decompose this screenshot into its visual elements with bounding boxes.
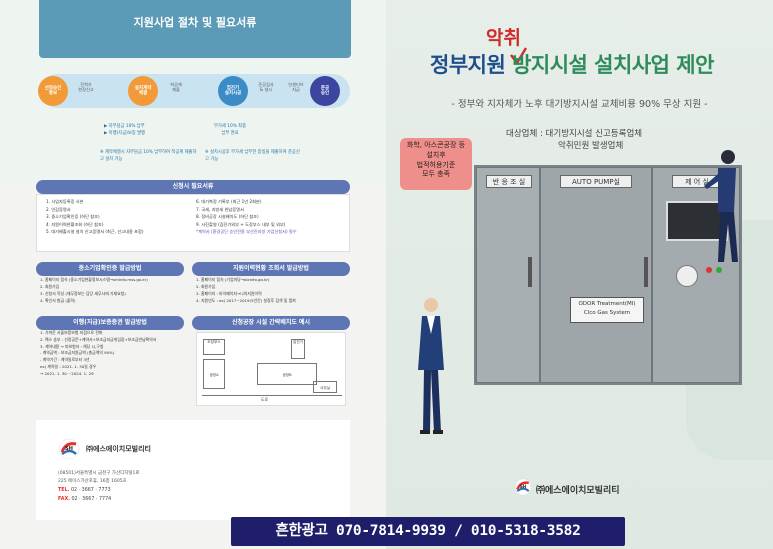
main-title: 정부지원 방지시설 설치사업 제안 <box>430 53 714 77</box>
layout-room-d: 공장B <box>257 363 317 385</box>
left-page: 지원사업 절차 및 필요서류 선정승인 통보 진척가 현장신고 설치계약 체결 … <box>0 0 386 549</box>
gauge-icon <box>676 265 698 287</box>
company-contacts: TEL. 02 · 3667 · 7773 FAX. 02 · 3667 · 7… <box>58 488 112 502</box>
layout-room-e: 사무실 <box>313 381 337 393</box>
flow-step-1: 진척가 현장신고 <box>78 82 94 93</box>
svg-text:SH: SH <box>65 446 73 452</box>
door-handle <box>528 257 532 287</box>
guarantee-head: 이행(지급)보증증권 발급방법 <box>36 316 184 330</box>
layout-room-b: 집진기 <box>291 339 305 359</box>
layout-room-a: 도장부스 <box>203 339 225 355</box>
flow-step-2: 착공계 제출 <box>170 82 182 93</box>
layout-road: 도로 <box>261 397 268 402</box>
layout-room-c: 공장A <box>203 359 225 389</box>
plate-reaction: 반 응 조 실 <box>486 175 532 188</box>
flow-node-4: 준공 승인 <box>310 76 340 106</box>
contact-banner: 흔한광고 070-7814-9939 / 010-5318-3582 <box>231 517 625 546</box>
docs-head: 신청시 필요서류 <box>36 180 350 194</box>
sme-list: 1. 홈페이지 접속 (중소기업현황정보시스템→sminfo.mss.go.kr… <box>40 277 148 304</box>
flow-step-3: 준공검사 & 설시 <box>258 82 274 93</box>
right-page: 악취 정부지원 방지시설 설치사업 제안 - 정부와 지자체가 노후 대기방지시… <box>386 0 773 549</box>
indicator-light-green <box>716 267 722 273</box>
check-mark-icon <box>509 47 528 66</box>
businessman-figure-icon <box>414 296 448 440</box>
flow-remark-a: ※ 계약체결시 자부담금 10% 납부하여 착공계 제출하고 설치 가능 <box>100 150 197 162</box>
svg-text:SH: SH <box>520 484 527 489</box>
sh-logo-icon: SH <box>514 478 532 496</box>
title-odor: 악취 <box>486 27 521 49</box>
flow-node-3: 집진기 설치시공 <box>218 76 248 106</box>
machine-door-2 <box>540 167 652 383</box>
layout-head: 신청공장 시설 간략배치도 예시 <box>192 316 350 330</box>
flow-bar <box>40 74 350 108</box>
procedure-title: 지원사업 절차 및 필요서류 <box>133 16 257 29</box>
docs-box <box>36 194 350 252</box>
door-handle <box>644 257 648 287</box>
flow-step-4: 인센티브 지급 <box>288 82 304 93</box>
title-tab <box>39 0 351 58</box>
sh-logo-icon: SH <box>58 438 80 460</box>
plate-auto-pump: AUTO PUMP실 <box>560 175 632 188</box>
company-box <box>36 420 350 520</box>
layout-diagram: 도장부스 공장A 집진기 공장B 사무실 도로 <box>196 332 346 406</box>
company-name-right: ㈜에스에이치모빌리티 <box>536 486 620 496</box>
machine-placard: ODOR Treatment(MI)Clco Gas System <box>570 297 644 323</box>
flow-note-a: ▶ 자부담금 10% 납부▶ 이행(지급)보증 발행 <box>104 124 146 136</box>
subtitle: - 정부와 지자체가 노후 대기방지시설 교체비용 90% 무상 지원 - <box>451 99 708 110</box>
flow-remark-b: ※ 설치시공후 부가세 납부한 증빙을 제출하여 준공신고 가능 <box>205 150 300 162</box>
history-head: 지원이력현황 조회서 발급방법 <box>192 262 350 276</box>
businesswoman-figure-icon <box>704 148 748 268</box>
machine-photo: 반 응 조 실 AUTO PUMP실 제 어 실 ODOR Treatment(… <box>474 165 742 385</box>
flow-node-2: 설치계약 체결 <box>128 76 158 106</box>
layout-road-line <box>202 395 342 396</box>
flow-node-1: 선정승인 통보 <box>38 76 68 106</box>
company-name: ㈜에스에이치모빌리티 <box>86 445 151 453</box>
control-screen <box>666 201 728 241</box>
indicator-light-red <box>706 267 712 273</box>
sme-head: 중소기업확인증 발급방법 <box>36 262 184 276</box>
